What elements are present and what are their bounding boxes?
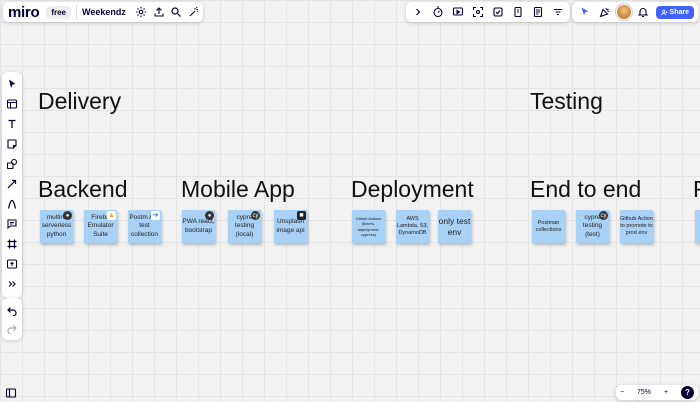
creation-toolbar <box>2 72 22 298</box>
share-button[interactable]: Share <box>655 5 694 19</box>
sticky-text: Postman collections <box>535 219 562 233</box>
arrow-right-icon: ➜ <box>151 211 160 220</box>
firebase-icon: ▲ <box>107 211 116 220</box>
sticky-text: cypre testing (local) <box>234 214 255 238</box>
sticky-text: PWA react, bootstrap <box>182 218 215 234</box>
upload-icon[interactable] <box>3 254 21 274</box>
sticky-note[interactable]: cypre testing (test) cy <box>576 210 609 243</box>
sticky-note[interactable]: multire serverless python ● <box>40 210 73 243</box>
sticky-text: Unsplash image api <box>276 218 305 234</box>
comment-icon[interactable] <box>3 214 21 234</box>
sticky-note[interactable]: only test env <box>438 210 471 243</box>
github-icon: ● <box>63 211 72 220</box>
cypress-icon: cy <box>251 211 260 220</box>
collaboration-bar: Share <box>572 2 698 22</box>
celebrate-icon[interactable] <box>596 3 614 21</box>
frame-icon[interactable] <box>3 234 21 254</box>
plan-badge[interactable]: free <box>46 5 71 19</box>
zoom-controls: − 75% + ? <box>616 385 698 400</box>
sticky-note[interactable]: AWS Lambda, S3, DynamoDB <box>396 210 429 243</box>
sticky-text: multire serverless python <box>41 214 72 238</box>
template-icon[interactable] <box>3 94 21 114</box>
zoom-in-button[interactable]: + <box>663 389 669 396</box>
heading-mobile-app[interactable]: Mobile App <box>181 176 295 202</box>
heading-partial[interactable]: F <box>693 176 700 203</box>
heading-testing[interactable]: Testing <box>530 88 603 114</box>
zoom-out-button[interactable]: − <box>620 389 625 396</box>
sticky-note[interactable]: Postm API test collection ➜ <box>128 210 161 243</box>
cypress-icon: cy <box>599 211 608 220</box>
sticky-note-partial[interactable] <box>695 210 700 243</box>
miro-logo[interactable]: miro <box>8 3 40 21</box>
frame-present-icon[interactable] <box>449 3 467 21</box>
heading-deployment[interactable]: Deployment <box>351 176 474 202</box>
upload-icon[interactable] <box>150 3 168 21</box>
search-icon[interactable] <box>167 3 185 21</box>
sticky-text: AWS Lambda, S3, DynamoDB <box>396 216 429 236</box>
sticky-text: Postm API test collection <box>129 214 160 238</box>
voting-icon[interactable] <box>489 3 507 21</box>
connector-icon[interactable] <box>3 174 21 194</box>
sticky-note[interactable]: cypre testing (local) cy <box>228 210 261 243</box>
github-icon: ● <box>205 211 214 220</box>
magic-icon[interactable] <box>185 3 203 21</box>
history-controls <box>2 298 22 340</box>
pen-icon[interactable] <box>3 194 21 214</box>
panel-icon <box>2 384 20 402</box>
notes-icon[interactable] <box>529 3 547 21</box>
sticky-note[interactable]: Postman collections <box>532 210 565 243</box>
more-icon[interactable] <box>3 274 21 294</box>
sticky-text: Github Actions (linters, deployment, cyp… <box>355 216 382 237</box>
sticky-text: cypre testing (test) <box>582 214 603 238</box>
heading-end-to-end[interactable]: End to end <box>530 176 642 202</box>
chevron-right-icon[interactable] <box>409 3 427 21</box>
gear-icon[interactable] <box>132 3 150 21</box>
sticky-text: Fireba Emulator Suite <box>87 214 114 238</box>
timer-icon[interactable] <box>429 3 447 21</box>
bell-icon[interactable] <box>634 3 652 21</box>
share-label: Share <box>669 8 689 16</box>
heading-delivery[interactable]: Delivery <box>38 88 122 114</box>
board-name[interactable]: Weekendz <box>81 7 126 17</box>
zoom-level[interactable]: 75% <box>637 389 652 396</box>
sidebar-toggle[interactable] <box>2 386 20 400</box>
sticky-note[interactable]: Unsplash image api ■ <box>274 210 307 243</box>
redo-icon[interactable] <box>3 319 21 337</box>
shapes-icon[interactable] <box>3 154 21 174</box>
board-header: miro free Weekendz <box>3 2 203 22</box>
unsplash-icon: ■ <box>297 211 306 220</box>
sticky-note[interactable]: PWA react, bootstrap ● <box>182 210 215 243</box>
help-button[interactable]: ? <box>680 386 694 399</box>
sticky-text: only test env <box>438 215 471 237</box>
sticky-text: Github Action to promote to prod env <box>620 216 653 236</box>
sticky-note[interactable]: Github Actions (linters, deployment, cyp… <box>352 210 385 243</box>
user-avatar[interactable] <box>616 4 632 20</box>
sticky-note[interactable]: Fireba Emulator Suite ▲ <box>84 210 117 243</box>
divider <box>76 5 77 19</box>
sticky-note-icon[interactable] <box>3 134 21 154</box>
text-icon[interactable] <box>3 114 21 134</box>
card-icon[interactable] <box>509 3 527 21</box>
cursor-icon[interactable] <box>3 74 21 94</box>
focus-icon[interactable] <box>469 3 487 21</box>
sticky-note[interactable]: Github Action to promote to prod env <box>620 210 653 243</box>
filter-icon[interactable] <box>549 3 567 21</box>
undo-icon[interactable] <box>3 301 21 319</box>
cursor-select-icon[interactable] <box>576 3 594 21</box>
heading-backend[interactable]: Backend <box>38 176 128 202</box>
board-tools-bar <box>406 2 570 22</box>
